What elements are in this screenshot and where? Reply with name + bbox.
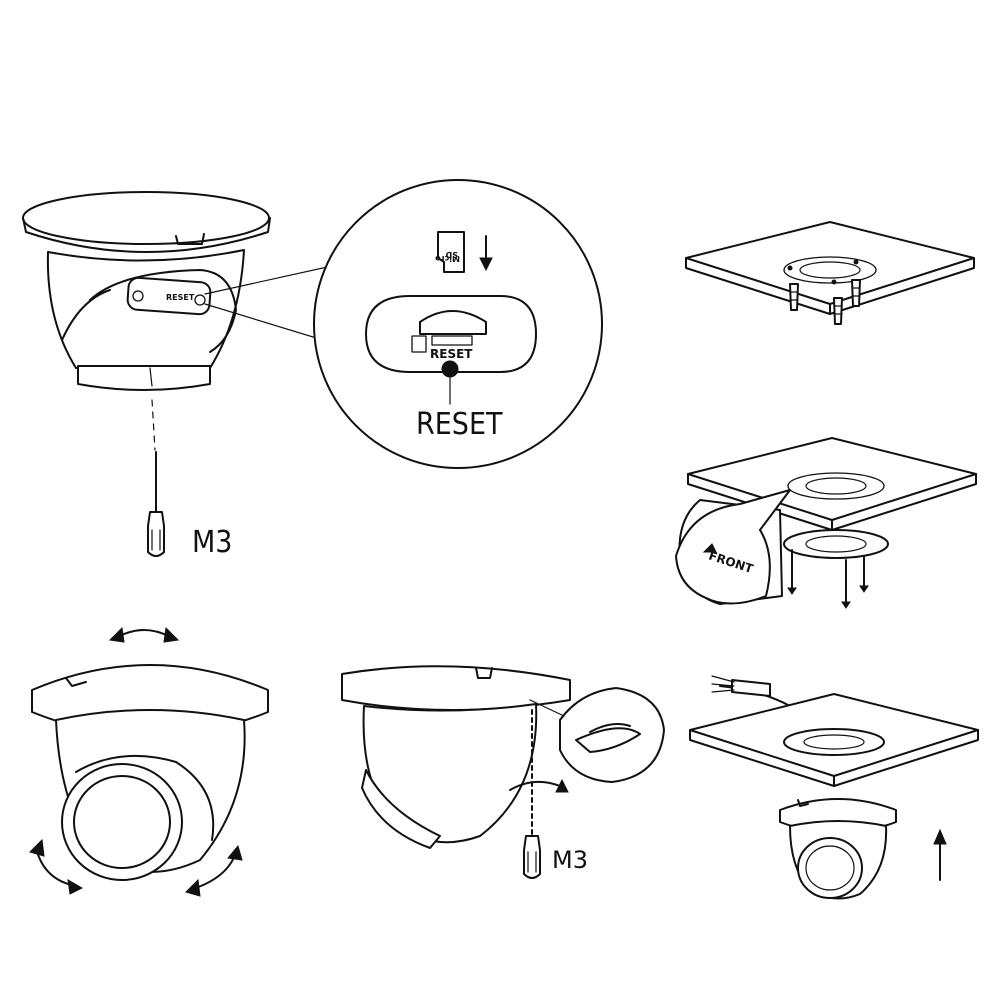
guide-line (151, 399, 156, 451)
pan-arrow-icon (108, 626, 180, 643)
lock-screw-step: M3 (341, 665, 665, 879)
reset-label-small: RESET (166, 293, 195, 302)
reset-callout-label: RESET (416, 407, 503, 442)
wall-anchor-icon (789, 283, 799, 311)
lift-arrow-icon (933, 828, 947, 881)
reset-button-icon (441, 360, 459, 378)
camera-rotation-step (29, 626, 269, 897)
attach-camera-step (689, 675, 979, 900)
screwdriver-icon (147, 451, 165, 557)
reset-chip-label: RESET (430, 347, 473, 361)
ceiling-anchors-step (685, 221, 975, 325)
svg-text:SD: SD (445, 250, 458, 259)
screwdriver-icon (523, 709, 541, 879)
wall-anchor-icon (851, 279, 861, 307)
mount-plate-step: FRONT (675, 437, 977, 609)
insert-arrow-icon (479, 235, 493, 272)
camera-front-view: RESET (22, 191, 351, 391)
reset-zoom-callout: SD Micro RESET RESET (313, 179, 603, 469)
wall-anchor-icon (833, 297, 843, 325)
micro-sd-card-icon: SD Micro (435, 231, 465, 273)
screw-size-label-2: M3 (552, 846, 588, 874)
svg-text:Micro: Micro (435, 254, 460, 263)
tilt-arrow-icon (185, 844, 243, 897)
rotate-arrow-icon (29, 838, 84, 895)
screw-size-label: M3 (192, 525, 232, 560)
